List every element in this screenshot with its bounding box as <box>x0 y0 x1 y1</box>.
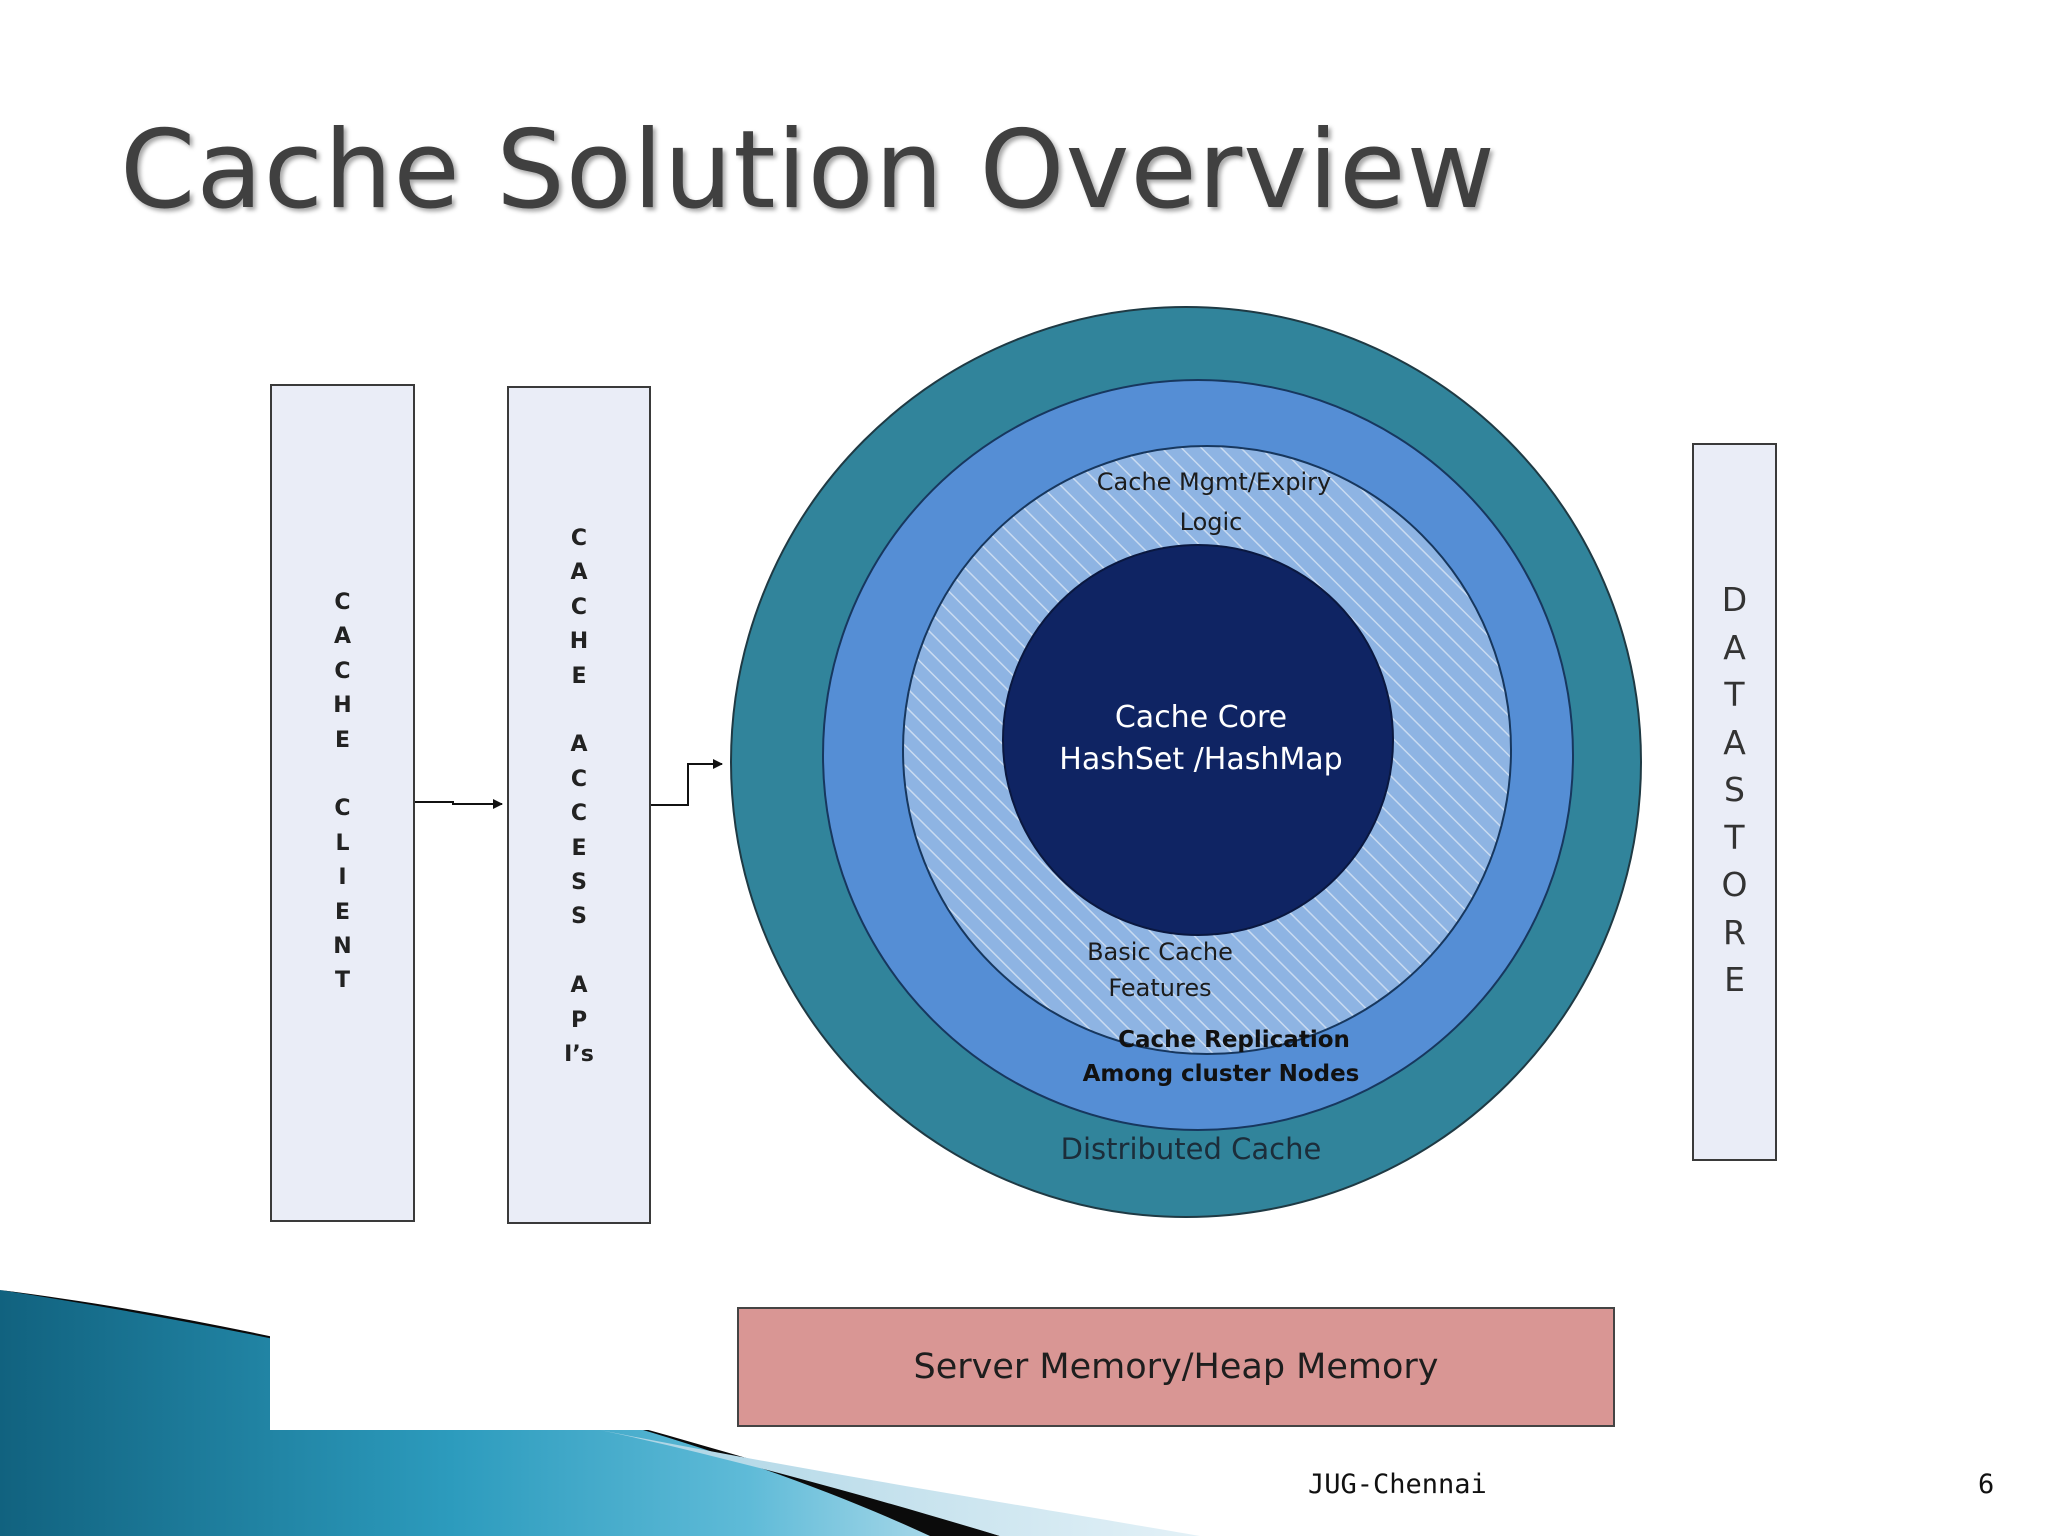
cache-client-letter: A <box>333 624 352 650</box>
cache-client-letter: C <box>334 796 351 822</box>
replication-label-line2: Among cluster Nodes <box>1082 1061 1360 1087</box>
datastore-letter: S <box>1724 770 1745 809</box>
cache-core-label-line2: HashSet /HashMap <box>1059 742 1343 777</box>
api-to-cache-arrow <box>651 759 723 806</box>
footer-text: JUG-Chennai <box>1308 1469 1487 1500</box>
cache-access-api-letter: C <box>570 801 588 827</box>
server-memory-label: Server Memory/Heap Memory <box>913 1347 1439 1387</box>
basic-features-label-line2: Features <box>1108 974 1212 1002</box>
cache-client-letter: N <box>333 934 352 960</box>
datastore-letter: A <box>1723 627 1746 667</box>
cache-access-api-letter: H <box>569 629 589 655</box>
datastore-letter: O <box>1721 865 1748 904</box>
cache-access-api-letter: A <box>570 560 588 586</box>
cache-access-api-letter: C <box>570 766 588 792</box>
datastore-letter: T <box>1724 817 1745 857</box>
datastore-letter: A <box>1723 722 1746 762</box>
cache-core-label-line1: Cache Core <box>1114 700 1288 735</box>
cache-client-letter: E <box>334 727 351 753</box>
cache-client-letter: H <box>333 693 352 719</box>
cache-mgmt-label-line1: Cache Mgmt/Expiry <box>1096 468 1332 496</box>
cache-access-api-letter: C <box>570 594 588 620</box>
cache-client-letter: T <box>334 968 350 994</box>
cache-mgmt-label-line2: Logic <box>1179 508 1243 536</box>
datastore-letter: E <box>1724 960 1745 999</box>
cache-access-api-letter: P <box>570 1007 588 1033</box>
cache-access-api-letter: C <box>570 526 588 551</box>
white-cover-panel <box>270 1265 730 1430</box>
cache-client-letter: C <box>334 590 351 615</box>
datastore-letter: R <box>1723 912 1746 952</box>
basic-features-label-line1: Basic Cache <box>1087 938 1233 966</box>
cache-access-api-letter: E <box>571 663 587 689</box>
datastore-letter: T <box>1724 675 1745 714</box>
cache-access-api-letter: A <box>570 973 588 999</box>
cache-client-letter: E <box>334 899 351 925</box>
server-memory-box: Server Memory/Heap Memory <box>737 1307 1615 1427</box>
cache-access-api-letter: S <box>571 870 587 896</box>
distributed-cache-label: Distributed Cache <box>1060 1132 1322 1166</box>
client-to-api-arrow <box>415 799 503 809</box>
cache-access-api-letter: I’s <box>564 1042 594 1068</box>
cache-access-api-letter: S <box>571 904 587 930</box>
cache-core-circle <box>1002 544 1394 936</box>
replication-label-line1: Cache Replication <box>1118 1027 1350 1053</box>
cache-access-api-letter: A <box>570 732 588 758</box>
cache-client-letter: I <box>338 865 347 891</box>
cache-client-letter: C <box>334 658 351 684</box>
datastore-letter: D <box>1721 580 1748 619</box>
cache-access-api-letter: E <box>571 835 587 861</box>
page-number: 6 <box>1978 1469 1995 1500</box>
cache-client-letter: L <box>335 830 350 856</box>
slide-title: Cache Solution Overview <box>120 108 1496 233</box>
